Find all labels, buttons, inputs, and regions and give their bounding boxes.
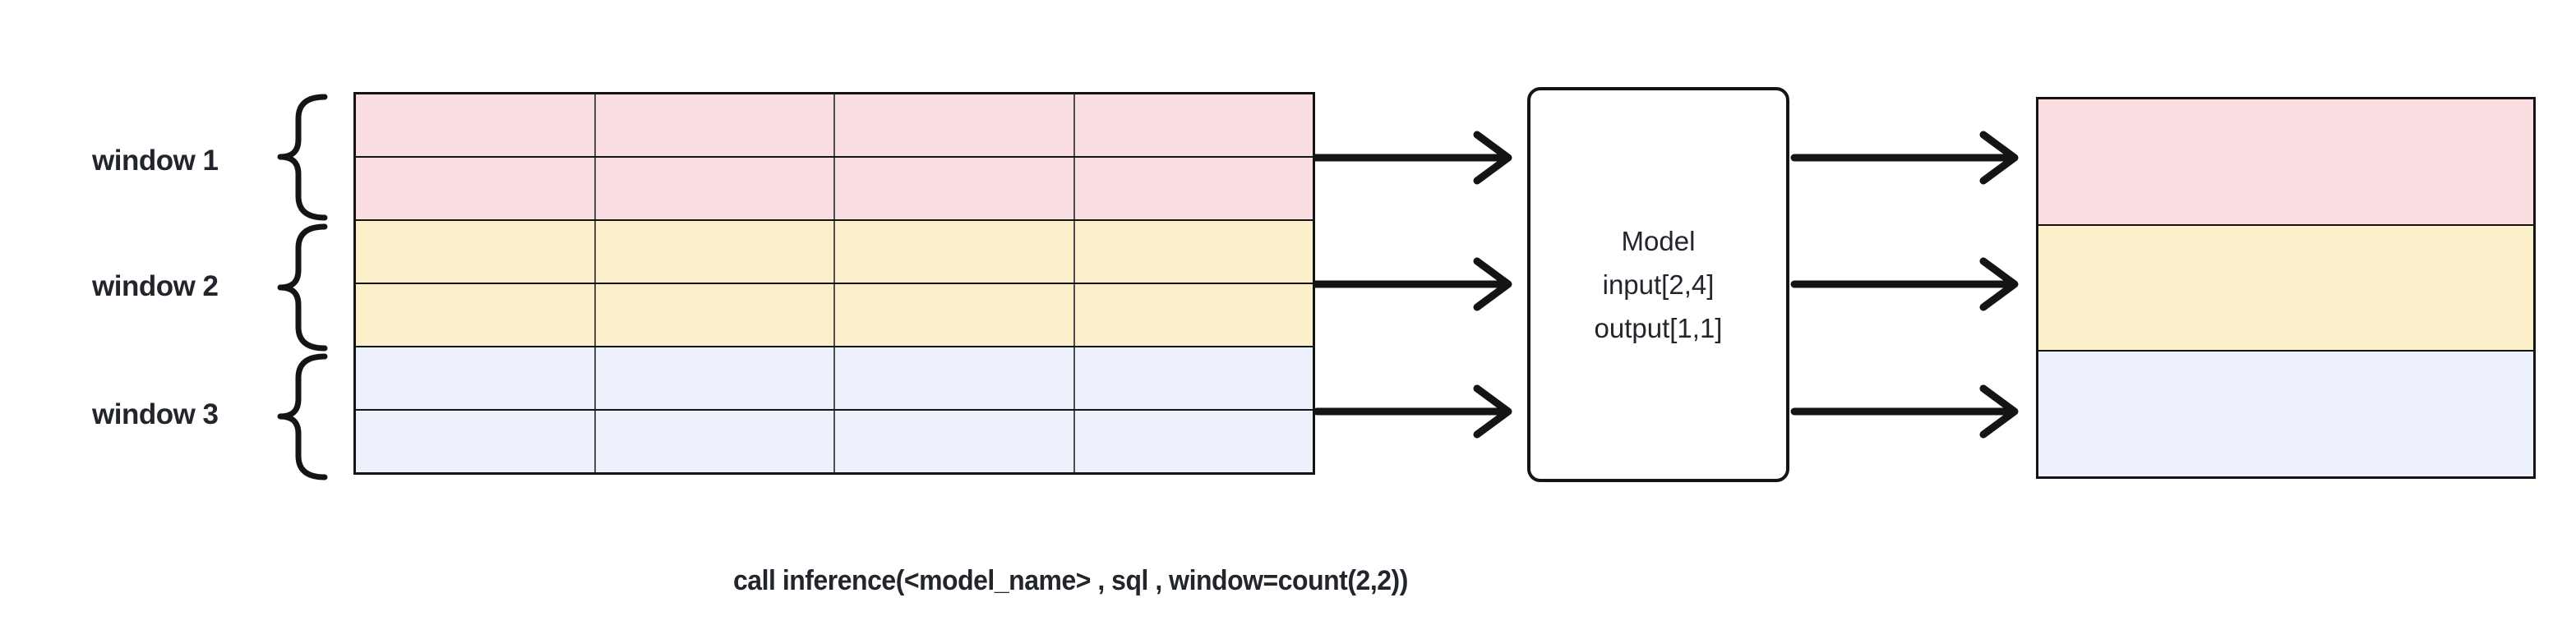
- input-table-cell: [356, 158, 594, 219]
- input-table-cell: [833, 411, 1073, 472]
- output-table-row: [2038, 350, 2533, 477]
- window-2-label: window 2: [92, 270, 219, 302]
- input-table: [353, 92, 1315, 475]
- input-table-row: [356, 94, 1313, 156]
- input-table-cell: [833, 94, 1073, 156]
- input-table-cell: [356, 347, 594, 409]
- window-1-brace-icon: [277, 94, 328, 221]
- input-table-cell: [833, 221, 1073, 283]
- model-box-input-shape: input[2,4]: [1602, 269, 1715, 300]
- caption: call inference(<model_name> , sql , wind…: [733, 565, 1408, 596]
- input-table-cell: [593, 284, 834, 346]
- input-table-cell: [593, 158, 834, 219]
- input-table-cell: [833, 284, 1073, 346]
- input-table-cell: [833, 158, 1073, 219]
- input-table-row: [356, 346, 1313, 409]
- input-arrow-window-1-icon: [1311, 131, 1512, 185]
- input-table-cell: [593, 411, 834, 472]
- input-table-cell: [833, 347, 1073, 409]
- output-arrow-row-1-icon: [1790, 131, 2019, 185]
- output-table-row: [2038, 223, 2533, 351]
- window-3-label: window 3: [92, 398, 219, 430]
- input-table-row: [356, 156, 1313, 219]
- model-box: Model input[2,4] output[1,1]: [1527, 87, 1789, 482]
- input-table-cell: [1073, 411, 1313, 472]
- input-table-row: [356, 219, 1313, 283]
- input-table-cell: [1073, 347, 1313, 409]
- input-table-cell: [356, 284, 594, 346]
- input-table-cell: [1073, 221, 1313, 283]
- window-3-brace-icon: [277, 353, 328, 480]
- window-2-brace-icon: [277, 223, 328, 352]
- output-arrow-row-2-icon: [1790, 257, 2019, 311]
- input-table-cell: [1073, 158, 1313, 219]
- input-arrow-window-2-icon: [1311, 257, 1512, 311]
- input-table-cell: [593, 347, 834, 409]
- input-table-cell: [1073, 284, 1313, 346]
- input-table-row: [356, 409, 1313, 472]
- model-box-output-shape: output[1,1]: [1594, 313, 1723, 343]
- model-box-title: Model: [1621, 226, 1696, 256]
- input-arrow-window-3-icon: [1313, 384, 1512, 439]
- window-1-label: window 1: [92, 145, 219, 177]
- output-table-row: [2038, 99, 2533, 224]
- output-arrow-row-3-icon: [1790, 384, 2019, 439]
- input-table-cell: [356, 94, 594, 156]
- output-table: [2036, 97, 2536, 479]
- input-table-cell: [593, 221, 834, 283]
- input-table-cell: [356, 221, 594, 283]
- input-table-row: [356, 283, 1313, 346]
- input-table-cell: [593, 94, 834, 156]
- input-table-cell: [356, 411, 594, 472]
- input-table-cell: [1073, 94, 1313, 156]
